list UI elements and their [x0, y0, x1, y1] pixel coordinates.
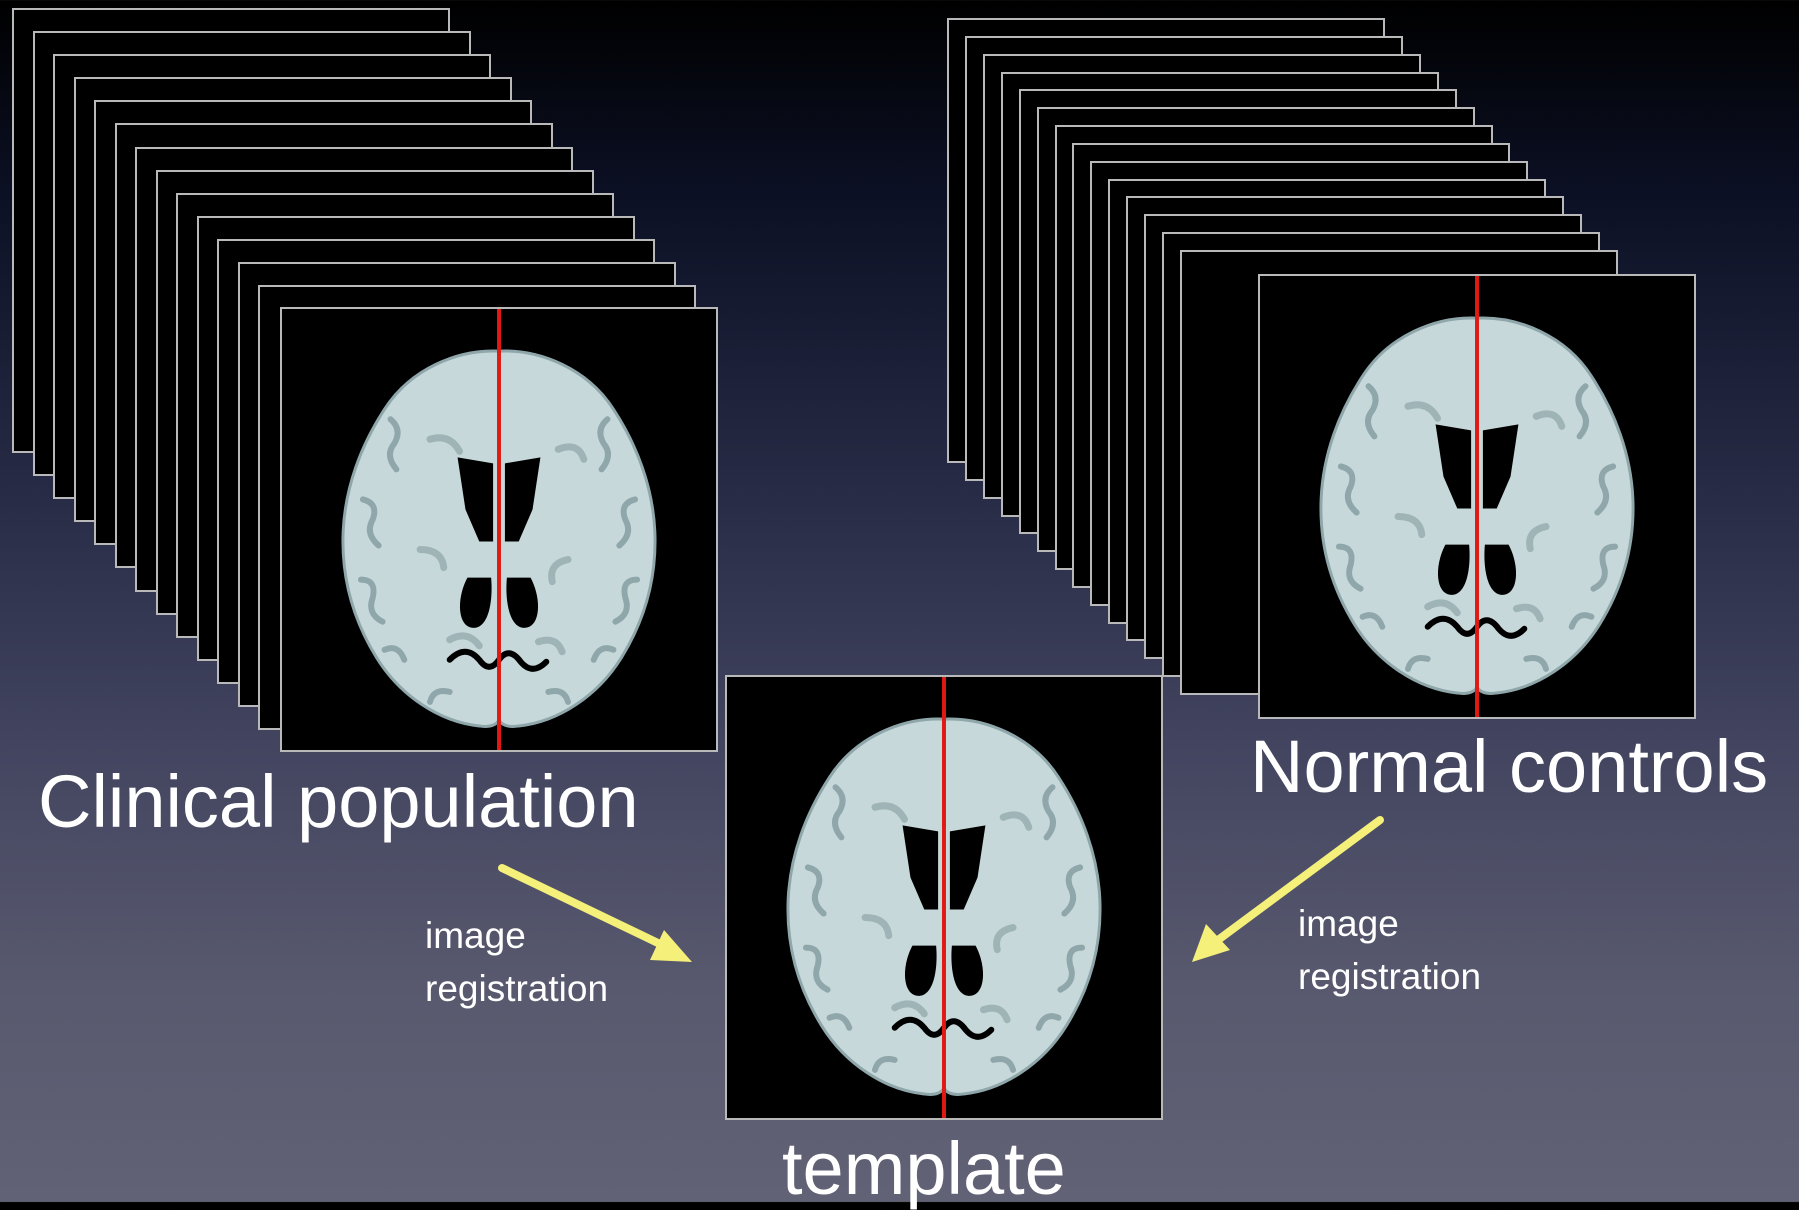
right-image-registration-label: image registration — [1298, 898, 1481, 1003]
left-registration-line-1: image — [425, 910, 608, 963]
right-registration-line-2: registration — [1298, 951, 1481, 1004]
clinical-population-label: Clinical population — [38, 765, 639, 839]
left-image-registration-label: image registration — [425, 910, 608, 1015]
template-label: template — [782, 1132, 1066, 1206]
left-registration-line-2: registration — [425, 963, 608, 1016]
normal-controls-label: Normal controls — [1250, 730, 1768, 804]
right-registration-arrow-head — [1192, 924, 1230, 962]
right-registration-line-1: image — [1298, 898, 1481, 951]
